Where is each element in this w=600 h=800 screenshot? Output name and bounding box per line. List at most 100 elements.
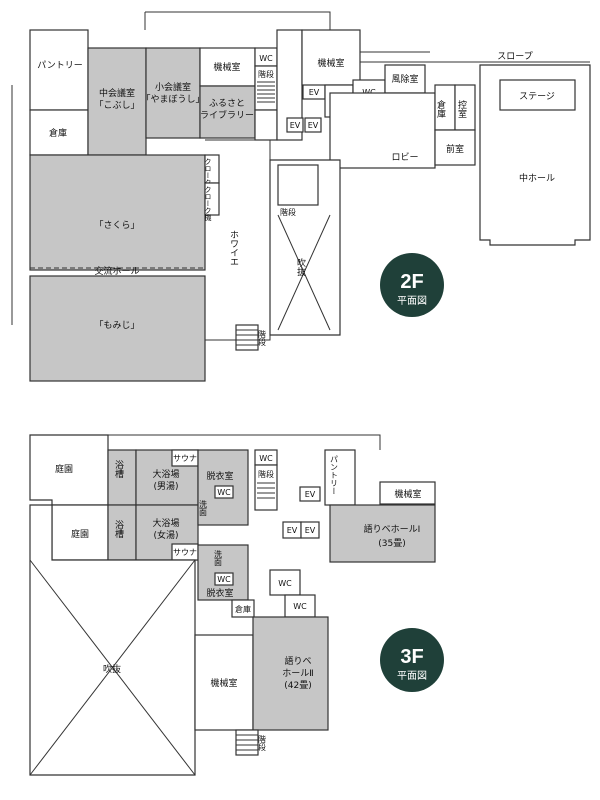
floor-3-badge-caption: 平面図 (397, 670, 427, 682)
anteroom-label: 前室 (446, 143, 464, 155)
room-kataribe-hall-2 (252, 616, 329, 731)
stage-label: ステージ (519, 91, 555, 102)
furusato-label: ふるさと (209, 98, 245, 109)
stairs-treads (257, 81, 275, 103)
ev-label-3: EV (308, 121, 319, 130)
stairs-3-treads (236, 329, 258, 346)
pantry-label: パントリー (37, 60, 82, 71)
void-label: 吹抜 (295, 257, 306, 277)
wc-3f-1-label: WC (217, 488, 231, 497)
small-meeting-name: 「やまぼうし」 (141, 94, 204, 105)
wc-3f-3-label: WC (259, 454, 273, 463)
lobby-area (329, 92, 436, 169)
sauna1-label: サウナ (173, 454, 197, 463)
room-cloak-2 (204, 182, 220, 216)
cloak2-label: クローク機 (204, 186, 212, 222)
floor-3-badge (380, 628, 444, 692)
kataribe1-label-2: (35畳) (378, 538, 405, 549)
room-small-meeting (145, 47, 201, 139)
machine2-3f-label: 機械室 (210, 677, 237, 689)
wash2-label: 洗面 (214, 549, 223, 567)
roof-outline (145, 11, 331, 30)
machine2-label: 機械室 (317, 57, 344, 69)
room-storage-3f (231, 599, 255, 618)
wc-3f-5-label: WC (293, 602, 307, 611)
stairs3-label: 階段 (258, 329, 267, 347)
small-meeting-label: 小会議室 (155, 81, 191, 93)
lobby-label: ロビー (391, 152, 418, 163)
wc-3f-1 (214, 485, 234, 499)
wc-room-2 (254, 109, 278, 141)
floor-3-badge-level: 3F (400, 646, 423, 668)
ev-label-1: EV (309, 88, 320, 97)
kataribe2-label: 語りベ (284, 655, 311, 667)
ev-label-2: EV (290, 121, 301, 130)
elevator-2 (286, 117, 304, 133)
stairs-3f-2 (235, 729, 259, 756)
floor-2-badge (380, 253, 444, 317)
stairs-label: 階段 (258, 69, 274, 79)
void-3f-diag-2 (29, 559, 196, 776)
room-machine-3f (379, 481, 436, 505)
pantry-3f-label: パントリー (330, 455, 339, 495)
bath-male-label: 大浴場 (152, 468, 179, 480)
storage2-label: 倉庫 (435, 99, 446, 119)
floor-2-plan: パントリー 倉庫 中会議室 「こぶし」 小会議室 「やまぼうし」 機械室 ふるさ… (11, 11, 591, 382)
room-pantry-3f (324, 449, 356, 506)
bath1-label: 浴槽 (113, 460, 124, 479)
garden1-label: 庭園 (55, 463, 73, 475)
machine-label: 機械室 (213, 61, 240, 73)
room-machine (199, 47, 256, 87)
sauna2-label: サウナ (173, 548, 197, 557)
stairs-2 (277, 164, 319, 206)
bath-male-label-2: (男湯) (153, 481, 178, 492)
ev-3f-2-label: EV (287, 526, 298, 535)
foyer-label: ホワイエ (228, 230, 239, 266)
slope-label: スロープ (497, 51, 532, 62)
room-windbreak (384, 64, 426, 94)
ev-3f-3-label: EV (305, 526, 316, 535)
bath2-label: 浴槽 (113, 520, 124, 539)
room-kataribe-hall-1 (329, 504, 436, 563)
room-anteroom (434, 129, 476, 166)
kataribe1-label: 語りベホールⅠ (364, 523, 421, 535)
furusato-label-2: ライブラリー (200, 109, 254, 121)
kataribe2-label-2: ホールⅡ (282, 668, 313, 679)
room-storage (29, 109, 89, 156)
floor-3-plan: 庭園 庭園 浴槽 浴槽 大浴場 (男湯) 大浴場 (女湯) サウナ サウナ 脱衣… (29, 434, 444, 776)
stairs-3 (235, 324, 259, 351)
wash1-label: 洗面 (199, 499, 208, 517)
machine-3f-label: 機械室 (394, 488, 421, 500)
control-label: 控室 (456, 99, 467, 118)
wc-label: WC (259, 54, 273, 63)
room-pantry (29, 29, 89, 111)
bath-female-label-2: (女湯) (153, 529, 178, 541)
dressing2-label: 脱衣室 (206, 587, 233, 599)
wc-3f-4-label: WC (278, 579, 292, 588)
room-bath-tub-2 (107, 504, 137, 561)
stairs-3f-2-treads (236, 734, 258, 751)
elevator-3f-1 (299, 486, 321, 502)
floor-2-badge-level: 2F (400, 271, 423, 293)
stairs-3f-2-label: 階段 (258, 734, 267, 752)
cloak1-label: クローク (204, 158, 212, 186)
garden2-label: 庭園 (71, 528, 89, 540)
windbreak-label: 風除室 (391, 73, 418, 85)
storage-3f-label: 倉庫 (235, 604, 251, 614)
room-machine-2 (301, 29, 361, 86)
sakura-label: 「さくら」 (94, 220, 139, 231)
ev-3f-1-label: EV (305, 490, 316, 499)
wc-3f-2-label: WC (217, 575, 231, 584)
mid-hall-label: 中ホール (519, 172, 555, 184)
void-diag-2 (277, 214, 331, 331)
bath-female-label: 大浴場 (152, 517, 179, 529)
storage-label: 倉庫 (49, 127, 67, 139)
wc-3f-2 (214, 572, 234, 586)
stairs-3f-label: 階段 (258, 469, 274, 479)
mid-meeting-label: 中会議室 (99, 87, 135, 99)
room-garden-2 (51, 504, 109, 561)
room-sakura (29, 154, 206, 271)
exchange-hall-label: 交流ホール (94, 265, 139, 277)
elevator-3 (304, 117, 322, 133)
